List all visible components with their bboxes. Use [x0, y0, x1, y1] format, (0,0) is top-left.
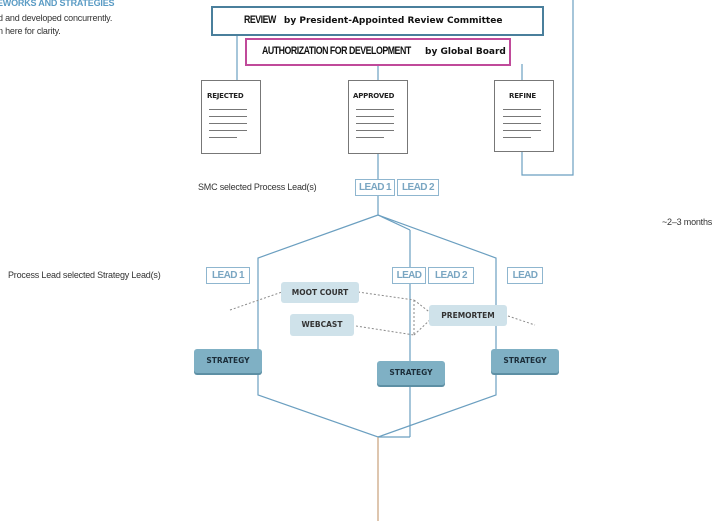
- authorization-box: AUTHORIZATION FOR DEVELOPMENT by Global …: [245, 38, 511, 66]
- approved-label: APPROVED: [353, 92, 395, 100]
- authorization-subtitle: by Global Board: [421, 47, 506, 57]
- review-subtitle: by President-Appointed Review Committee: [280, 16, 503, 26]
- strategy-middle: STRATEGY: [377, 361, 445, 385]
- refine-label: REFINE: [509, 92, 536, 100]
- intro-heading: EWORKS AND STRATEGIES: [0, 0, 115, 8]
- review-title: REVIEW: [244, 14, 276, 26]
- strategy-lead-mid-2: LEAD 2: [428, 267, 474, 284]
- authorization-title: AUTHORIZATION FOR DEVELOPMENT: [262, 45, 411, 57]
- rejected-document: REJECTED: [201, 80, 261, 154]
- webcast-activity: WEBCAST: [290, 314, 354, 336]
- smc-lead-1: LEAD 1: [355, 179, 395, 196]
- intro-line-1: d and developed concurrently.: [0, 13, 113, 23]
- duration-label: ~2–3 months: [662, 217, 713, 227]
- strategy-right: STRATEGY: [491, 349, 559, 373]
- strategy-left: STRATEGY: [194, 349, 262, 373]
- moot-court-activity: MOOT COURT: [281, 282, 359, 303]
- strategy-lead-right: LEAD: [507, 267, 543, 284]
- smc-lead-2: LEAD 2: [397, 179, 439, 196]
- smc-label: SMC selected Process Lead(s): [198, 182, 317, 192]
- approved-document: APPROVED: [348, 80, 408, 154]
- premortem-activity: PREMORTEM: [429, 305, 507, 326]
- rejected-label: REJECTED: [207, 92, 244, 100]
- intro-line-2: n here for clarity.: [0, 26, 61, 36]
- process-lead-label: Process Lead selected Strategy Lead(s): [8, 270, 161, 280]
- strategy-lead-mid-1: LEAD: [392, 267, 426, 284]
- refine-document: REFINE: [494, 80, 554, 152]
- review-box: REVIEW by President-Appointed Review Com…: [211, 6, 544, 36]
- strategy-lead-left: LEAD 1: [206, 267, 250, 284]
